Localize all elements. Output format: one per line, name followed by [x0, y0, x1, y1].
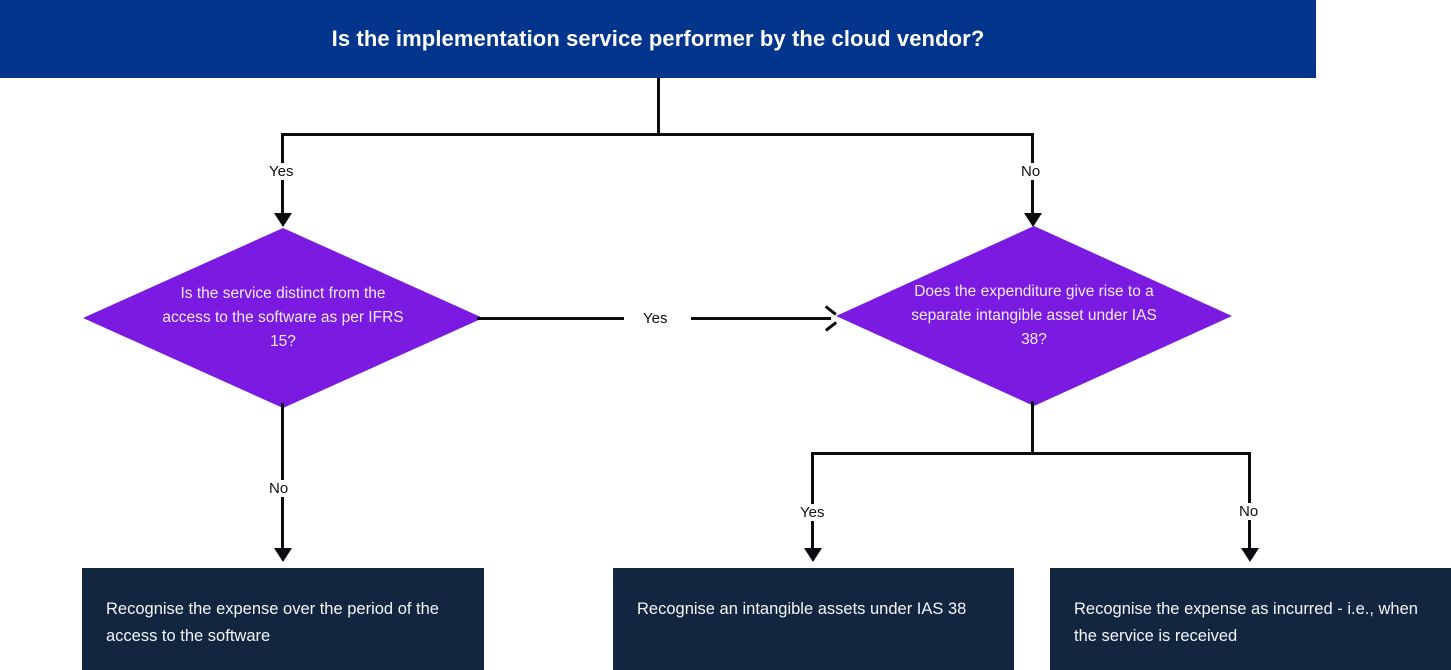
edge-label-root-yes: Yes	[266, 163, 297, 180]
connector-right-split-bar	[811, 452, 1249, 455]
connector-right-trunk	[1031, 401, 1034, 455]
outcome-three-text: Recognise the expense as incurred - i.e.…	[1074, 600, 1418, 645]
edge-label-right-no: No	[1236, 503, 1262, 520]
edge-label-root-no: No	[1018, 163, 1044, 180]
outcome-box-two: Recognise an intangible assets under IAS…	[613, 568, 1014, 670]
decision-right-text: Does the expenditure give rise to a sepa…	[911, 282, 1157, 349]
decision-node-right: Does the expenditure give rise to a sepa…	[836, 226, 1232, 406]
arrowhead-right-yes	[803, 548, 822, 562]
outcome-box-one: Recognise the expense over the period of…	[82, 568, 484, 670]
connector-root-trunk	[657, 78, 660, 135]
root-question-text: Is the implementation service performer …	[331, 25, 985, 51]
edge-label-right-yes: Yes	[797, 504, 828, 521]
arrowhead-root-yes	[273, 213, 292, 227]
arrowhead-right-no	[1240, 548, 1259, 562]
edge-label-left-no: No	[266, 480, 292, 497]
edge-label-left-yes: Yes	[640, 310, 671, 327]
connector-left-no-stem	[281, 403, 284, 552]
connector-root-split-bar	[281, 133, 1034, 136]
outcome-one-text: Recognise the expense over the period of…	[106, 600, 439, 645]
connector-right-yes-stem	[811, 452, 814, 552]
root-question-banner: Is the implementation service performer …	[0, 0, 1316, 78]
outcome-box-three: Recognise the expense as incurred - i.e.…	[1050, 568, 1451, 670]
connector-left-yes-segment-b	[691, 317, 831, 320]
arrowhead-left-no	[273, 548, 292, 562]
connector-right-no-stem	[1248, 452, 1251, 552]
decision-left-text: Is the service distinct from the access …	[162, 284, 404, 351]
arrowhead-left-yes	[822, 310, 838, 326]
connector-left-yes-segment-a	[477, 317, 624, 320]
arrowhead-root-no	[1023, 213, 1042, 227]
decision-node-left: Is the service distinct from the access …	[83, 228, 483, 408]
outcome-two-text: Recognise an intangible assets under IAS…	[637, 600, 967, 618]
